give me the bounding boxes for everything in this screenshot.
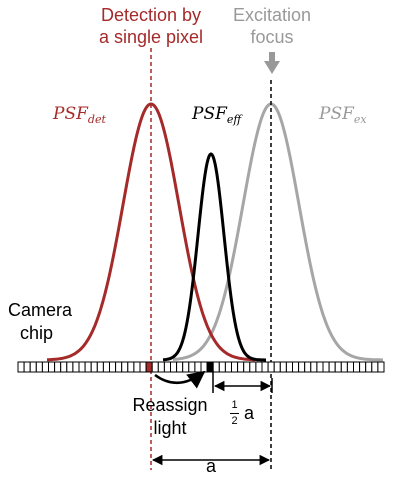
psf-ex-curve — [173, 102, 383, 362]
chip-pixel — [48, 361, 56, 373]
chip-pixel — [60, 361, 68, 373]
excitation-label: Excitation focus — [222, 4, 322, 48]
chip-pixel — [212, 361, 220, 373]
chip-pixel — [304, 361, 312, 373]
chip-pixel — [194, 361, 202, 373]
chip-pixel — [90, 361, 98, 373]
excitation-arrow — [264, 52, 280, 74]
chip-pixel — [310, 361, 318, 373]
psf-eff-main: PSF — [192, 104, 227, 124]
chip-pixel — [243, 361, 251, 373]
camera-label-line1: Camera — [8, 300, 73, 320]
half-a-label: 1 2 a — [230, 400, 254, 427]
chip-pixel — [334, 361, 342, 373]
psf-ex-main: PSF — [319, 104, 354, 124]
chip-pixel — [17, 361, 25, 373]
chip-pixel — [41, 361, 50, 373]
chip-pixel — [170, 361, 178, 373]
psf-det-label: PSFdet — [53, 104, 106, 126]
chip-pixel — [237, 361, 245, 373]
chip-pixel — [365, 361, 373, 373]
chip-pixel — [328, 361, 336, 373]
reassign-arrow — [154, 370, 206, 389]
chip-pixel — [176, 361, 184, 373]
chip-pixel — [182, 361, 190, 373]
chip-pixel — [340, 361, 348, 373]
chip-pixel — [23, 361, 31, 373]
chip-pixel — [322, 361, 330, 373]
chip-pixel — [267, 361, 275, 373]
chip-pixel — [218, 361, 226, 373]
psf-eff-sub: eff — [226, 112, 242, 126]
chip-pixel — [109, 361, 117, 373]
reassign-label: Reassign light — [120, 394, 220, 440]
chip-pixel — [96, 361, 104, 373]
psf-eff-label: PSFeff — [192, 104, 241, 126]
chip-pixel — [292, 361, 300, 373]
detection-label-line1: Detection by — [100, 5, 202, 25]
chip-pixel — [359, 361, 367, 373]
excitation-label-line1: Excitation — [232, 5, 312, 25]
chip-pixel — [151, 361, 159, 373]
chip-pixel — [127, 361, 135, 373]
chip-pixel — [139, 361, 147, 373]
psf-ex-sub: ex — [353, 112, 367, 126]
chip-pixel — [261, 361, 269, 373]
reassign-label-line1: Reassign — [132, 395, 208, 415]
chip-pixel — [200, 361, 208, 373]
psf-det-sub: det — [87, 112, 106, 126]
camera-chip-label: Camera chip — [8, 299, 72, 345]
a-label: a — [205, 456, 216, 476]
chip-pixel — [255, 361, 263, 373]
chip-pixel — [29, 361, 37, 373]
chip-pixel — [115, 361, 123, 373]
half-a-dimension — [212, 371, 273, 393]
chip-pixel — [206, 361, 214, 373]
chip-pixel — [35, 361, 43, 373]
fraction-bar — [230, 413, 239, 414]
psf-ex-label: PSFex — [319, 104, 367, 126]
chip-pixel — [285, 361, 293, 373]
psf-det-main: PSF — [53, 104, 88, 124]
detection-label-line2: a single pixel — [98, 27, 204, 47]
chip-pixel — [231, 361, 239, 373]
camera-chip-pixels — [17, 361, 385, 373]
chip-pixel — [102, 361, 111, 373]
chip-pixel — [353, 361, 361, 373]
chip-pixel — [66, 361, 74, 373]
chip-pixel — [72, 361, 80, 373]
chip-pixel — [316, 361, 324, 373]
chip-pixel — [121, 361, 129, 373]
half-numerator: 1 — [231, 399, 238, 411]
chip-pixel — [163, 361, 171, 373]
chip-pixel — [279, 361, 287, 373]
chip-pixel — [145, 361, 153, 373]
reassign-label-line2: light — [153, 418, 187, 438]
chip-pixel — [224, 361, 232, 373]
chip-pixel — [346, 361, 354, 373]
chip-pixel — [157, 361, 165, 373]
camera-label-line2: chip — [20, 323, 54, 343]
chip-pixel — [133, 361, 141, 373]
chip-pixel — [371, 361, 379, 373]
chip-pixel — [84, 361, 92, 373]
psf-eff-curve — [162, 152, 266, 362]
chip-pixel — [78, 361, 86, 373]
detection-label: Detection by a single pixel — [76, 4, 226, 48]
chip-pixel — [188, 361, 196, 373]
excitation-label-line2: focus — [250, 27, 294, 47]
half-denominator: 2 — [231, 415, 238, 427]
half-a-variable: a — [244, 403, 255, 423]
chip-pixel — [54, 361, 62, 373]
chip-pixel — [249, 361, 257, 373]
half-fraction: 1 2 — [230, 400, 239, 427]
chip-pixel — [298, 361, 306, 373]
chip-pixel — [377, 361, 385, 373]
chip-pixel — [273, 361, 281, 373]
